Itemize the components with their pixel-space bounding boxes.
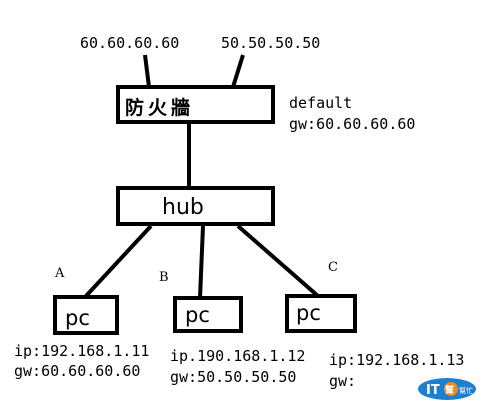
wan-link-left — [143, 54, 151, 88]
pc-a-ip-label: ip:192.168.1.11 — [14, 342, 150, 360]
pc-box-b — [173, 296, 243, 333]
wan-link-right — [231, 54, 245, 88]
hub-link-a — [84, 224, 153, 298]
pc-b-gw-label: gw:50.50.50.50 — [170, 368, 297, 386]
hub-label: hub — [162, 195, 204, 220]
hub-box — [116, 186, 275, 226]
wan-ip-right-label: 50.50.50.50 — [221, 34, 321, 52]
svg-text:幫忙: 幫忙 — [459, 386, 473, 395]
pc-a-gw-label: gw:60.60.60.60 — [14, 362, 141, 380]
svg-text:IT: IT — [426, 383, 440, 398]
pc-c-gw-label: gw: — [329, 372, 357, 390]
firewall-default-label: default — [289, 94, 353, 112]
pc-box-a — [53, 295, 119, 335]
pc-b-label: pc — [185, 303, 210, 327]
wan-ip-left-label: 60.60.60.60 — [80, 34, 180, 52]
hub-link-c — [236, 224, 320, 298]
pc-a-label: pc — [65, 306, 90, 330]
pc-c-label: pc — [296, 301, 321, 325]
pc-a-letter: A — [55, 266, 65, 281]
pc-c-letter: C — [328, 260, 338, 275]
pc-box-c — [285, 294, 357, 333]
firewall-label: 防火牆 — [125, 97, 195, 119]
firewall-gw-label: gw:60.60.60.60 — [289, 115, 416, 133]
it-help-logo-icon: IT 幫 幫忙 — [418, 378, 476, 400]
hub-link-b — [198, 225, 205, 299]
firewall-box — [116, 85, 275, 124]
pc-b-letter: B — [159, 270, 169, 285]
pc-b-ip-label: ip.190.168.1.12 — [170, 347, 306, 365]
pc-c-ip-label: ip:192.168.1.13 — [329, 351, 465, 369]
svg-text:幫: 幫 — [445, 384, 454, 396]
